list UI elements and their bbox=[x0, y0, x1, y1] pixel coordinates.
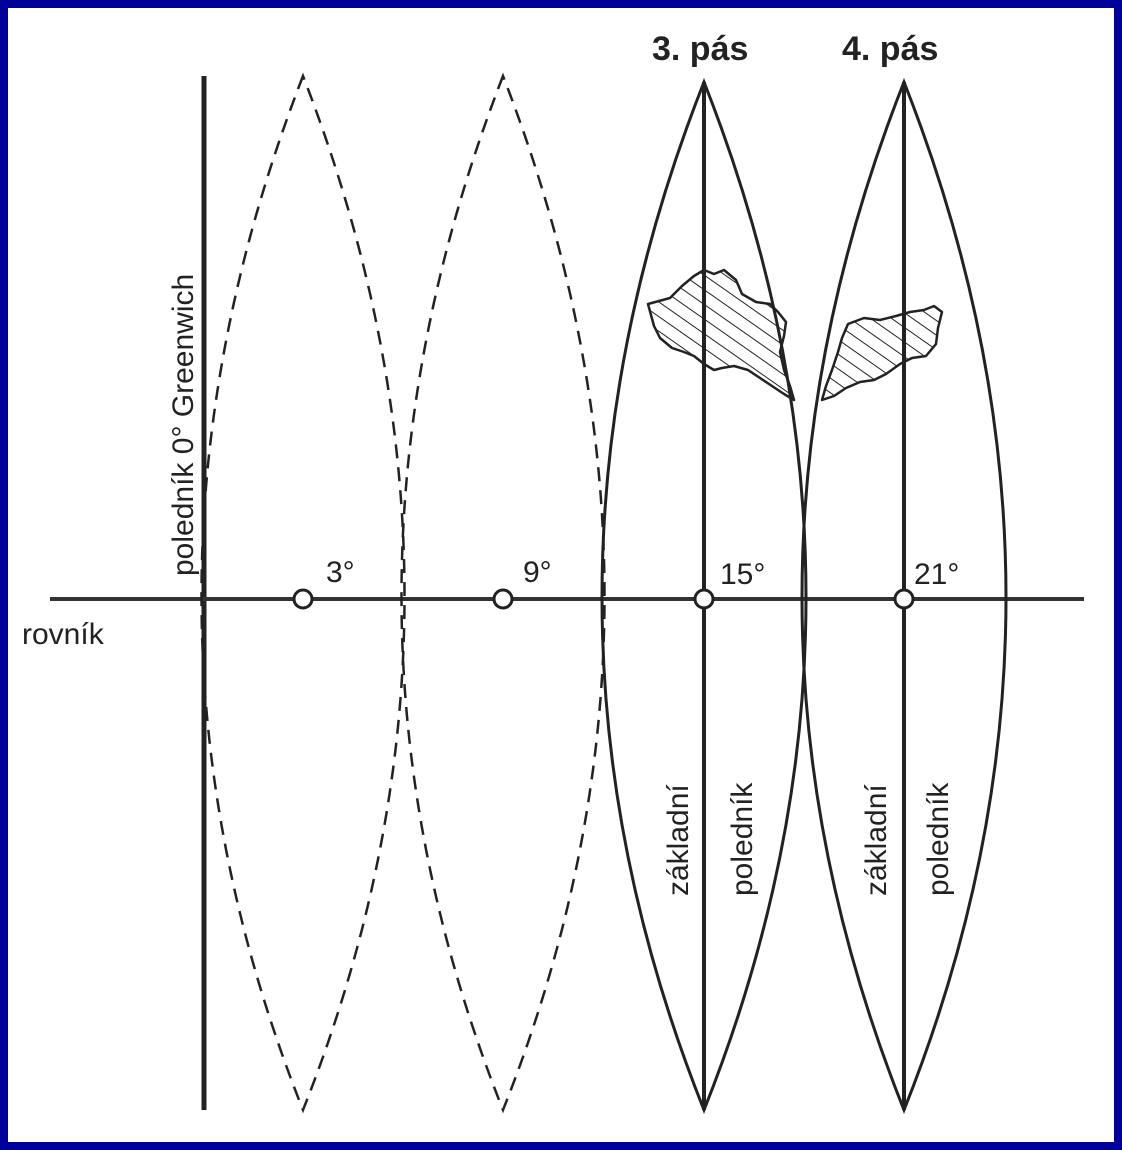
zone-3-title: 3. pás bbox=[652, 30, 748, 68]
gauss-kruger-zones-diagram: poledník 0° Greenwich rovník 3° 9° 15° 3… bbox=[22, 30, 1084, 1115]
zone-2: 9° bbox=[400, 72, 606, 1114]
zone-2-meridian-label: 9° bbox=[523, 556, 552, 589]
zone-1-meridian-label: 3° bbox=[326, 556, 355, 589]
zone-3: 15° 3. pás základní poledník bbox=[600, 30, 808, 1115]
zone-1: 3° bbox=[200, 72, 406, 1114]
equator-label: rovník bbox=[22, 618, 105, 651]
zone-3-meridian-label: 15° bbox=[720, 558, 765, 591]
zone-3-meridian-point bbox=[693, 588, 715, 610]
zone-3-axis-label-right: poledník bbox=[726, 782, 759, 896]
zone-3-axis-label-left: základní bbox=[662, 784, 695, 896]
diagram-canvas: poledník 0° Greenwich rovník 3° 9° 15° 3… bbox=[8, 8, 1114, 1142]
zone-1-outline bbox=[200, 72, 406, 1114]
zone-4-axis-label-right: poledník bbox=[922, 782, 955, 896]
slovakia-shape bbox=[820, 304, 944, 402]
zone-4-title: 4. pás bbox=[842, 30, 938, 68]
zone-4-axis-label-left: základní bbox=[860, 784, 893, 896]
zone-1-meridian-point bbox=[292, 588, 314, 610]
zone-4-meridian-point bbox=[893, 588, 915, 610]
greenwich-meridian-label: poledník 0° Greenwich bbox=[167, 274, 200, 576]
zone-2-outline bbox=[400, 72, 606, 1114]
zone-4: 21° 4. pás základní poledník bbox=[800, 30, 1008, 1115]
zone-2-meridian-point bbox=[492, 588, 514, 610]
czech-republic-shape bbox=[646, 268, 796, 402]
zone-4-meridian-label: 21° bbox=[914, 558, 959, 591]
